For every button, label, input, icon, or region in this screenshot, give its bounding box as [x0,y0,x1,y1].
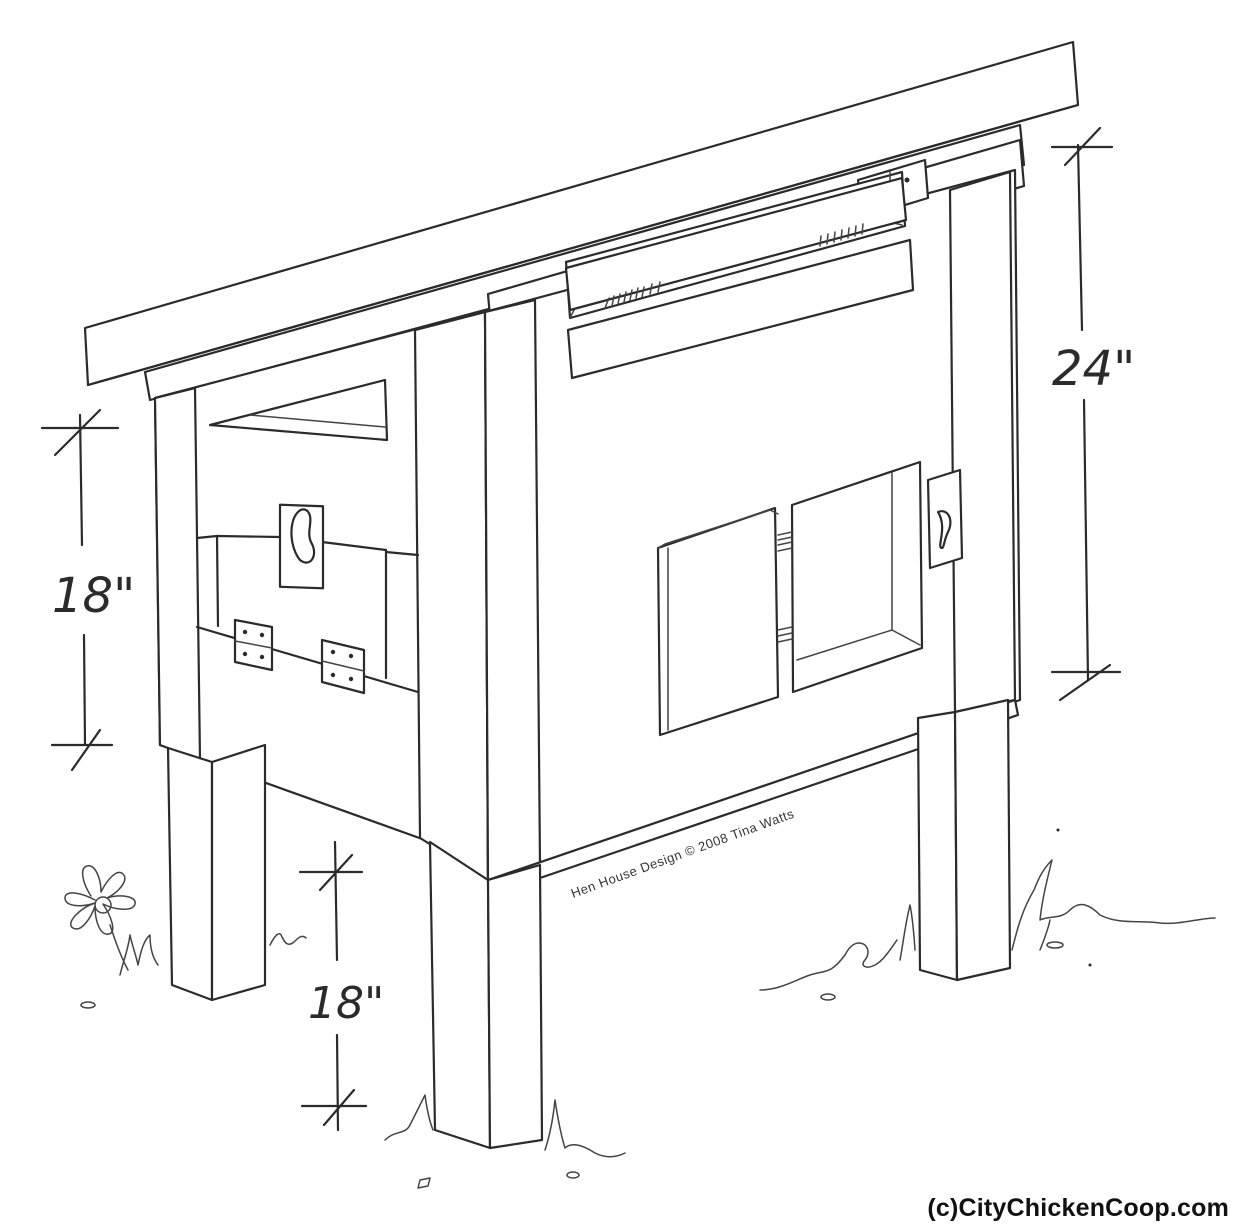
pebbles [80,828,1092,1189]
hinge-right [320,638,366,695]
front-wall [483,158,1022,897]
dimension-label-right: 24" [1052,341,1135,397]
dimension-leg-18: 18" [298,840,384,1132]
left-wall [153,310,490,882]
flower [64,865,136,971]
dimension-left-18: 18" [40,408,135,772]
dimension-label-left: 18" [52,568,135,624]
vent-latches [604,223,864,309]
dimension-label-leg: 18" [308,978,384,1029]
pop-door [656,460,964,737]
hinge-left [233,618,274,672]
roof [83,40,1080,387]
grass [119,859,1216,1158]
dimension-right-24: 24" [1050,126,1135,702]
legs [166,698,1012,1150]
copyright-notice: (c)CityChickenCoop.com [927,1194,1229,1222]
